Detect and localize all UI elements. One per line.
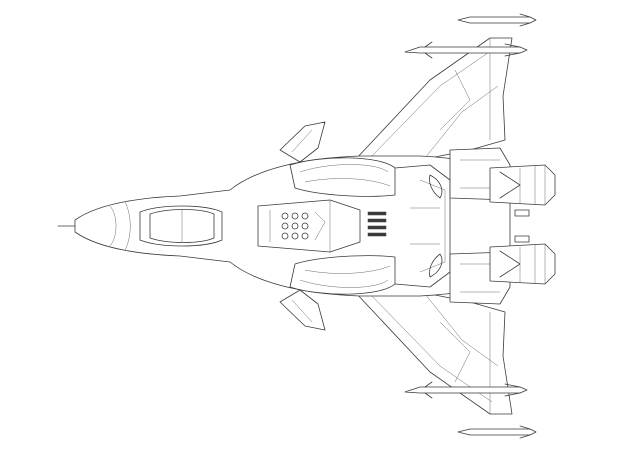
upper-exhaust-nozzle: [489, 164, 556, 206]
lower-exhaust-nozzle: [489, 243, 556, 285]
dorsal-vents: [367, 211, 387, 237]
center-spine: [257, 199, 361, 253]
tail-center-detail: [514, 209, 530, 243]
lower-wingtip-missile: [404, 381, 528, 399]
cockpit-canopy: [139, 205, 223, 247]
lower-wingtip-rail-missile: [457, 425, 537, 439]
lower-main-wing: [354, 291, 513, 415]
upper-wingtip-missile: [404, 41, 528, 59]
rear-body: [394, 164, 451, 288]
upper-main-wing: [354, 37, 513, 161]
upper-intake: [289, 157, 396, 197]
upper-wingtip-rail-missile: [457, 13, 537, 27]
lower-canard: [279, 289, 326, 331]
lower-intake: [289, 255, 396, 295]
upper-canard: [279, 121, 326, 163]
